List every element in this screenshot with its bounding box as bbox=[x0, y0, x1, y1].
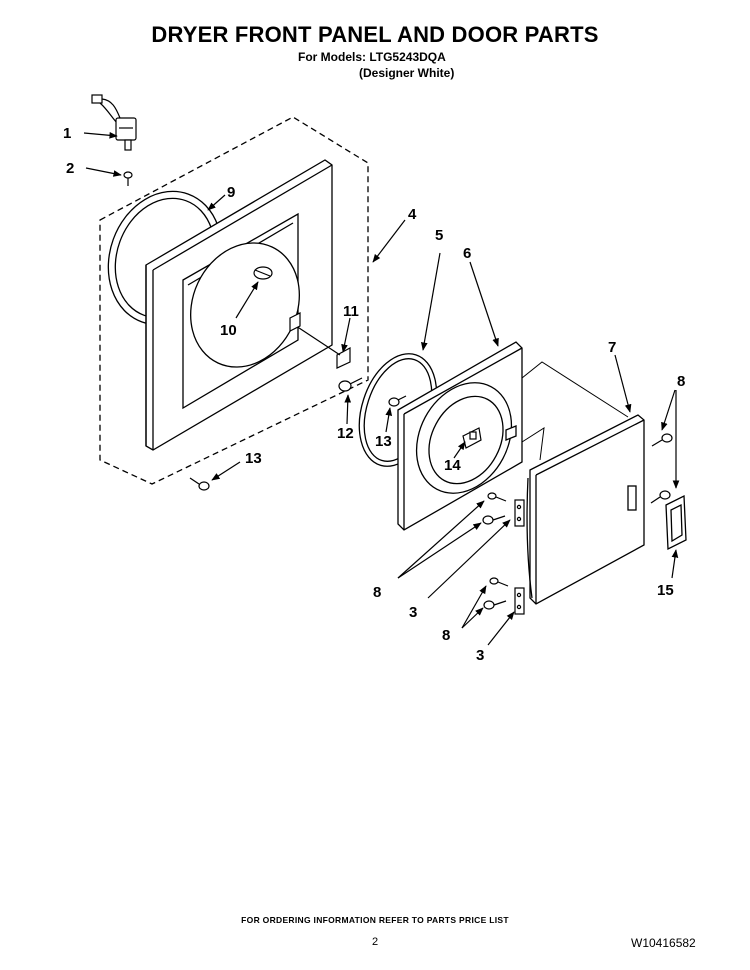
callout-15: 15 bbox=[657, 582, 674, 599]
guide-lines bbox=[521, 361, 629, 461]
callout-5: 5 bbox=[435, 227, 443, 244]
callout-7: 7 bbox=[608, 339, 616, 356]
page-title: DRYER FRONT PANEL AND DOOR PARTS bbox=[151, 22, 599, 47]
document-number: W10416582 bbox=[631, 936, 696, 950]
part-11-strike bbox=[289, 312, 351, 369]
part-4-front-panel bbox=[145, 159, 333, 451]
callout-11: 11 bbox=[343, 303, 359, 320]
models-line: For Models: LTG5243DQA bbox=[298, 50, 446, 64]
part-12-screw bbox=[338, 377, 363, 392]
part-8-screws bbox=[482, 433, 673, 610]
callout-6: 6 bbox=[463, 245, 471, 262]
assembly-outline bbox=[99, 116, 369, 485]
callout-13-bottom: 13 bbox=[245, 450, 262, 467]
page-number: 2 bbox=[372, 936, 379, 948]
part-3-hinge-upper bbox=[514, 499, 525, 527]
part-2-screw bbox=[123, 171, 133, 186]
ordering-note: FOR ORDERING INFORMATION REFER TO PARTS … bbox=[241, 915, 509, 925]
callout-8-right: 8 bbox=[677, 373, 685, 390]
part-3-hinge-lower bbox=[514, 587, 525, 615]
callout-3-upper: 3 bbox=[409, 604, 417, 621]
callout-1: 1 bbox=[63, 125, 71, 142]
part-15-door-handle bbox=[665, 494, 687, 551]
part-13-screw-middle bbox=[388, 395, 407, 407]
leader-arrows bbox=[83, 131, 680, 646]
part-1-door-switch bbox=[91, 94, 137, 151]
callout-3-lower: 3 bbox=[476, 647, 484, 664]
callout-8-left-upper: 8 bbox=[373, 584, 381, 601]
callout-9: 9 bbox=[227, 184, 235, 201]
callout-4: 4 bbox=[408, 206, 417, 223]
color-line: (Designer White) bbox=[359, 66, 455, 80]
callout-labels: 1 2 9 4 5 6 11 10 7 8 12 13 13 14 8 3 15… bbox=[63, 125, 685, 664]
callout-8-left-lower: 8 bbox=[442, 627, 450, 644]
callout-14: 14 bbox=[444, 457, 461, 474]
callout-2: 2 bbox=[66, 160, 74, 177]
callout-13-middle: 13 bbox=[375, 433, 392, 450]
part-7-outer-door bbox=[526, 414, 645, 605]
callout-10: 10 bbox=[220, 322, 237, 339]
part-13-screw-bottom bbox=[189, 477, 210, 491]
callout-12: 12 bbox=[337, 425, 354, 442]
part-10-lamp bbox=[253, 266, 273, 280]
